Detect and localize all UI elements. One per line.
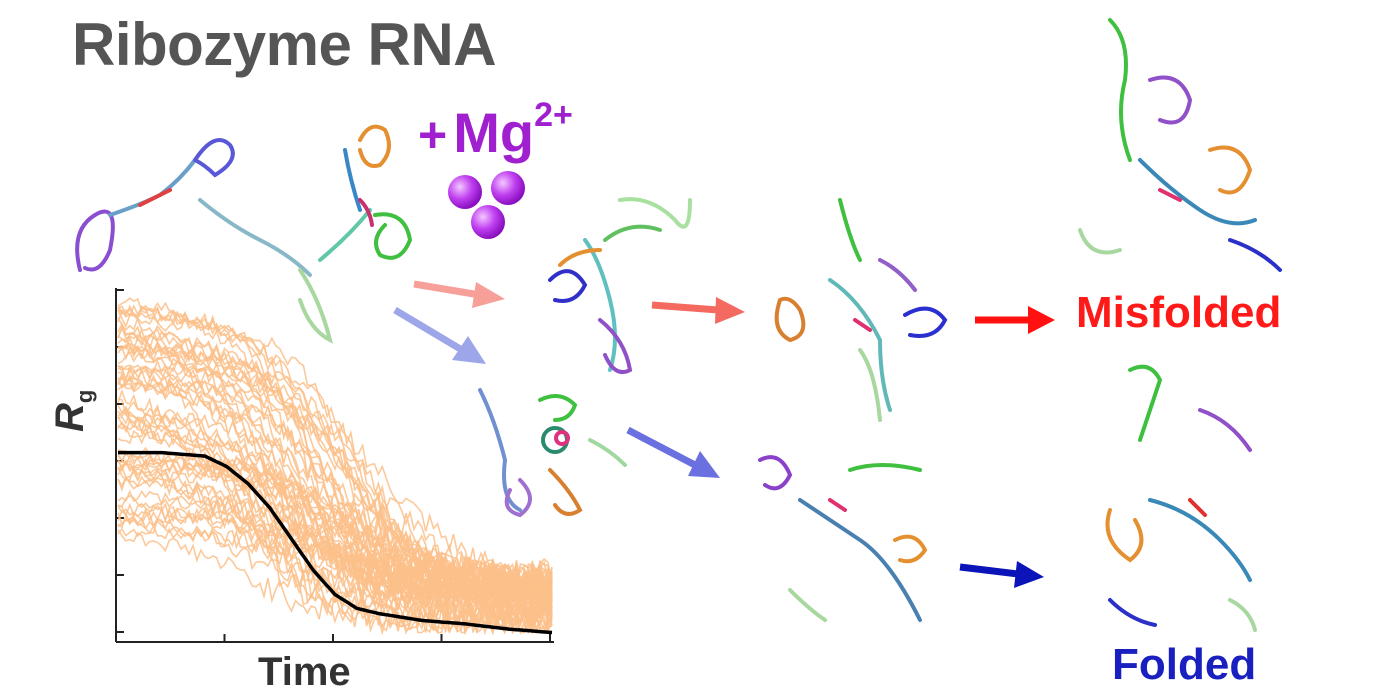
y-axis-label: Rg bbox=[48, 390, 98, 432]
rna-compact-misfold bbox=[774, 198, 948, 422]
trajectory-trace bbox=[117, 326, 553, 624]
mg-ion-sphere bbox=[448, 175, 482, 209]
trajectory-trace bbox=[117, 430, 553, 596]
arrow-unfolded-to-fold-intermediate bbox=[393, 306, 486, 364]
trajectory-trace bbox=[117, 373, 553, 618]
trajectory-trace bbox=[117, 460, 553, 617]
trajectory-trace bbox=[117, 451, 553, 633]
mean-rg-curve bbox=[118, 450, 553, 635]
arrow-fold-intermediate-to-compact bbox=[626, 426, 720, 478]
arrow-mis-intermediate-to-compact bbox=[651, 297, 745, 324]
figure-title: Ribozyme RNA bbox=[72, 11, 497, 78]
x-axis-label: Time bbox=[258, 650, 351, 694]
rg-chart bbox=[115, 288, 554, 643]
misfolded-label: Misfolded bbox=[1076, 288, 1282, 337]
mg-ion-sphere bbox=[491, 171, 525, 205]
rna-compact-fold bbox=[758, 455, 928, 622]
rna-unfolded-structure bbox=[75, 124, 413, 344]
mg-ion-spheres bbox=[448, 171, 525, 239]
plus-sign: + bbox=[418, 107, 448, 163]
rna-folded-structure bbox=[1105, 364, 1257, 632]
y-axis-label-main: R bbox=[48, 403, 92, 432]
arrow-to-folded bbox=[959, 561, 1044, 588]
ion-charge: 2+ bbox=[534, 96, 573, 134]
rna-intermediate-fold bbox=[478, 388, 627, 518]
trajectory-trace bbox=[117, 358, 553, 602]
mg-ion-sphere bbox=[471, 205, 505, 239]
trajectory-trace bbox=[117, 381, 553, 600]
trajectory-trace bbox=[117, 504, 553, 615]
folded-label: Folded bbox=[1112, 640, 1257, 689]
y-axis-label-subscript: g bbox=[72, 389, 97, 404]
ion-symbol: Mg bbox=[453, 101, 535, 164]
trajectory-traces bbox=[117, 297, 553, 636]
arrow-to-misfolded bbox=[975, 306, 1055, 334]
rna-intermediate-misfold bbox=[548, 197, 692, 375]
mg-ion-label: +Mg2+ bbox=[418, 96, 573, 165]
arrow-unfolded-to-mis-intermediate bbox=[413, 280, 505, 308]
trajectory-trace bbox=[117, 476, 553, 604]
trajectory-trace bbox=[117, 489, 553, 590]
trajectory-trace bbox=[117, 345, 553, 588]
rna-misfolded-structure bbox=[1078, 18, 1282, 272]
trajectory-trace bbox=[117, 398, 553, 589]
